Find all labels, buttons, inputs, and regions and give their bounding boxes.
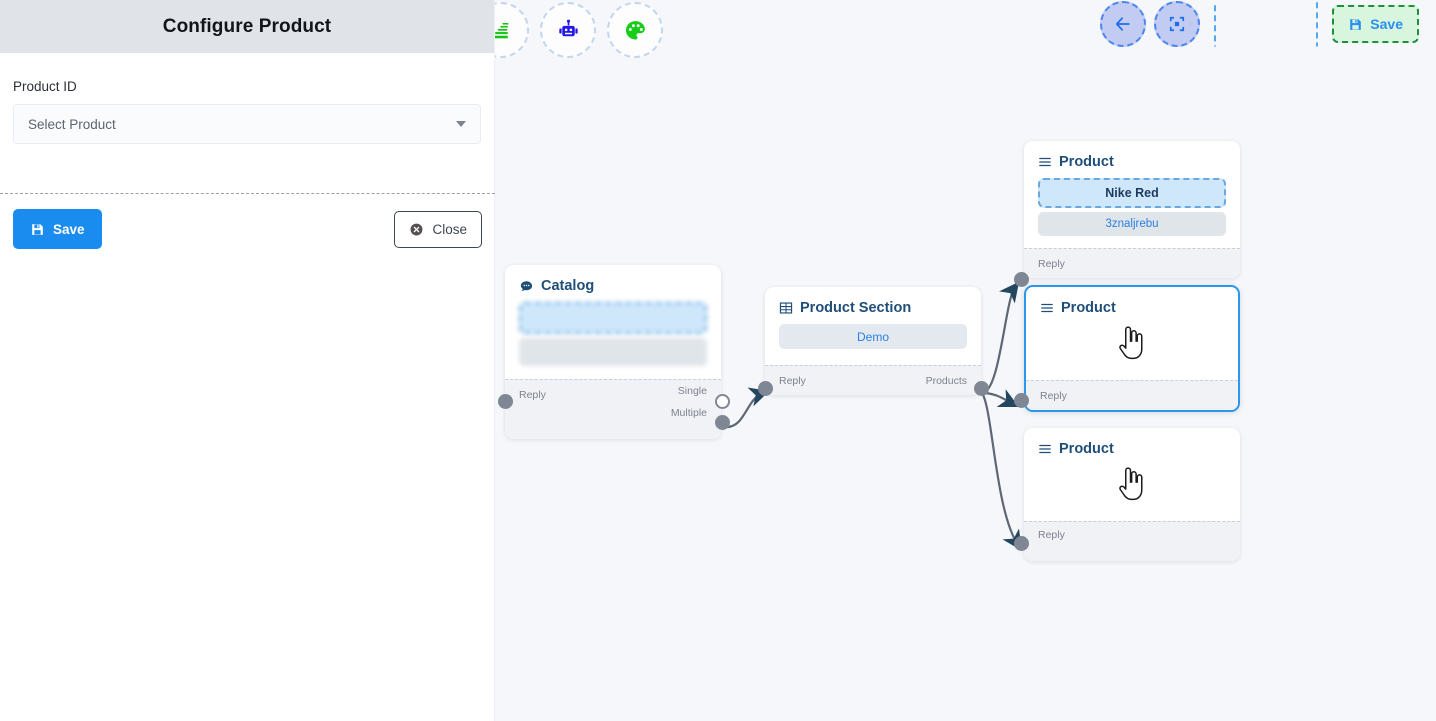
product-id-label: Product ID (13, 79, 77, 94)
catalog-item-gray[interactable] (519, 338, 707, 366)
table-grid-icon (779, 302, 793, 314)
panel-save-button[interactable]: Save (13, 209, 102, 249)
node-product-2-footer: Reply (1026, 380, 1238, 410)
node-product-3[interactable]: Product Reply (1024, 428, 1240, 561)
panel-actions: Save Close (0, 194, 495, 264)
catalog-single-port-dot[interactable] (715, 394, 730, 409)
panel-close-label: Close (432, 221, 467, 237)
panel-close-button[interactable]: Close (394, 210, 482, 248)
canvas-save-button[interactable]: Save (1332, 5, 1419, 43)
back-button[interactable] (1100, 1, 1147, 47)
product-select[interactable]: Select Product (13, 104, 481, 144)
panel-body: Product ID Select Product (0, 53, 494, 144)
panel-save-label: Save (53, 221, 85, 237)
product-2-reply-port-dot[interactable] (1014, 393, 1029, 408)
canvas-toolbar-right: Save (1100, 0, 1419, 48)
palette-icon (625, 20, 645, 39)
node-product-section[interactable]: Product Section Demo Reply Products (765, 287, 981, 395)
compress-fit-icon (1170, 16, 1185, 32)
catalog-port-multiple[interactable]: Multiple (671, 407, 707, 419)
panel-header: Configure Product (0, 0, 494, 53)
product-2-port-reply-label: Reply (1040, 389, 1067, 402)
product-section-port-reply-label: Reply (779, 374, 806, 387)
node-catalog-title: Catalog (541, 278, 595, 294)
node-product-2[interactable]: Product Reply (1024, 285, 1240, 412)
layers-stack-icon (495, 22, 508, 38)
product-section-reply-port-dot[interactable] (758, 381, 773, 396)
flow-canvas[interactable]: Save Catalog Reply (495, 0, 1436, 721)
save-disk-icon (1350, 18, 1362, 30)
product-3-port-reply-label: Reply (1038, 529, 1065, 541)
node-catalog[interactable]: Catalog Reply Single Multiple (505, 265, 721, 439)
product-3-reply-port-dot[interactable] (1014, 536, 1029, 551)
robot-icon (558, 19, 578, 36)
list-lines-icon (1041, 303, 1053, 313)
node-product-3-title: Product (1059, 441, 1114, 457)
product-section-item-demo[interactable]: Demo (779, 324, 967, 349)
layers-stack-button[interactable] (495, 2, 529, 58)
catalog-output-ports: Single Multiple (671, 385, 707, 419)
node-catalog-header: Catalog (505, 265, 721, 302)
canvas-toolbar-left (495, 2, 663, 58)
product-1-port-reply-label: Reply (1038, 257, 1065, 270)
product-1-reply-port-dot[interactable] (1014, 272, 1029, 287)
node-product-1-header: Product (1024, 141, 1240, 178)
list-lines-icon (1039, 157, 1051, 167)
node-catalog-body (505, 302, 721, 379)
catalog-port-multiple-label: Multiple (670, 407, 707, 419)
product-select-value: Select Product (28, 116, 116, 132)
node-product-section-title: Product Section (800, 300, 912, 316)
canvas-save-label: Save (1370, 16, 1403, 32)
node-product-section-body: Demo (765, 324, 981, 365)
node-product-1-title: Product (1059, 154, 1114, 170)
catalog-port-single-label: Single (677, 385, 707, 397)
palette-button[interactable] (607, 2, 663, 58)
pointer-hand-cursor-icon (1119, 466, 1143, 500)
robot-button[interactable] (540, 2, 596, 58)
catalog-port-single[interactable]: Single (678, 385, 707, 397)
pointer-hand-cursor-icon (1119, 325, 1143, 359)
catalog-multiple-port-dot[interactable] (715, 415, 730, 430)
product-1-item-nike-red[interactable]: Nike Red (1038, 178, 1226, 208)
node-product-section-footer: Reply Products (765, 365, 981, 395)
node-product-3-body (1024, 465, 1240, 521)
node-product-1-footer: Reply (1024, 248, 1240, 278)
node-catalog-footer: Reply Single Multiple (505, 379, 721, 439)
product-section-port-products-label: Products (925, 374, 967, 387)
node-product-3-header: Product (1024, 428, 1240, 465)
toolbar-placeholder-slot[interactable] (1214, 0, 1319, 48)
product-section-products-port-dot[interactable] (974, 381, 989, 396)
arrow-left-icon (1116, 17, 1130, 31)
catalog-reply-port-dot[interactable] (498, 394, 513, 409)
chat-bubble-icon (520, 280, 533, 291)
catalog-port-reply-label: Reply (519, 389, 546, 401)
chevron-down-icon (456, 121, 466, 127)
node-product-2-body (1026, 324, 1238, 380)
close-circle-icon (411, 223, 423, 235)
configure-product-panel: Configure Product Product ID Select Prod… (0, 0, 495, 721)
node-product-section-header: Product Section (765, 287, 981, 324)
catalog-item-dashed[interactable] (519, 302, 707, 334)
page-title: Configure Product (162, 15, 332, 37)
node-product-3-footer: Reply (1024, 521, 1240, 561)
product-1-item-secondary[interactable]: 3znaljrebu (1038, 212, 1226, 236)
list-lines-icon (1039, 444, 1051, 454)
node-product-1[interactable]: Product Nike Red 3znaljrebu Reply (1024, 141, 1240, 278)
node-product-1-body: Nike Red 3znaljrebu (1024, 178, 1240, 248)
node-product-2-title: Product (1061, 300, 1116, 316)
node-product-2-header: Product (1026, 287, 1238, 324)
panel-divider (0, 193, 495, 194)
fit-view-button[interactable] (1154, 1, 1201, 47)
save-disk-icon (32, 223, 43, 235)
